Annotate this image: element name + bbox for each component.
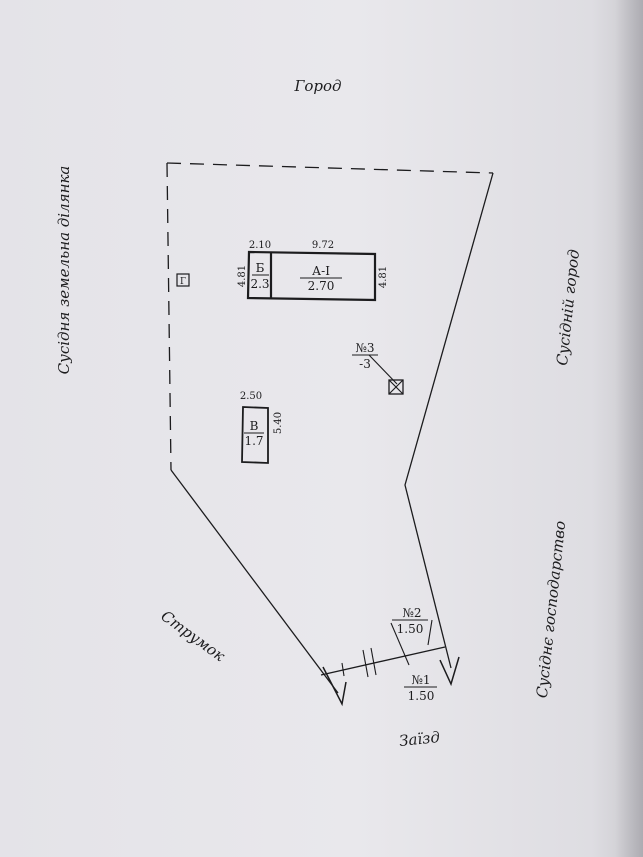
arrow-right-icon: [439, 656, 460, 687]
building-v-height: 1.7: [244, 434, 263, 448]
label-stream: Струмок: [158, 607, 229, 665]
building-v-width: 5.40: [273, 412, 284, 434]
well-marker-icon: [388, 379, 404, 395]
feature-g-marker: [176, 273, 190, 287]
building-a-length: 9.72: [312, 240, 334, 251]
boundary-left-dashed: [166, 162, 172, 471]
arrow-left-icon: [322, 666, 347, 707]
boundary-right-line: [404, 172, 494, 669]
boundary-stream-line: [170, 469, 339, 694]
building-b-height: 2.3: [250, 277, 269, 291]
boundary-top-dashed: [166, 162, 494, 174]
building-b-width: 4.81: [237, 265, 248, 287]
gate-tick: [362, 649, 369, 678]
label-left: Сусідня земельна ділянка: [55, 166, 73, 375]
feature-n3-value: -3: [359, 357, 371, 371]
feature-n3-name: №3: [356, 341, 375, 355]
feature-n2-name: №2: [403, 606, 422, 620]
leader-n2: [427, 619, 433, 646]
building-v-name: В: [250, 419, 259, 433]
label-driveway: Заїзд: [398, 728, 440, 750]
feature-n1-name: №1: [412, 673, 431, 687]
feature-n1-value: 1.50: [408, 689, 435, 703]
feature-n2-value: 1.50: [397, 622, 424, 636]
label-right-lower: Сусіднє господарство: [533, 520, 570, 699]
leader-n3: [368, 354, 398, 385]
label-right-upper: Сусідній город: [553, 248, 583, 366]
building-b-name: Б: [256, 261, 265, 275]
building-a-name: А-І: [312, 264, 330, 278]
building-v-length: 2.50: [240, 391, 262, 402]
label-top: Город: [293, 77, 341, 95]
gate-tick: [370, 647, 377, 676]
leader-n1: [390, 622, 410, 666]
building-a-width: 4.81: [378, 266, 389, 288]
gate-line: [320, 646, 446, 676]
building-a-height: 2.70: [308, 279, 335, 293]
building-a-b: [246, 250, 377, 302]
gate-tick: [341, 662, 345, 677]
building-b-length: 2.10: [249, 240, 271, 251]
building-v: [241, 406, 269, 464]
feature-g-name: Г: [180, 277, 186, 287]
